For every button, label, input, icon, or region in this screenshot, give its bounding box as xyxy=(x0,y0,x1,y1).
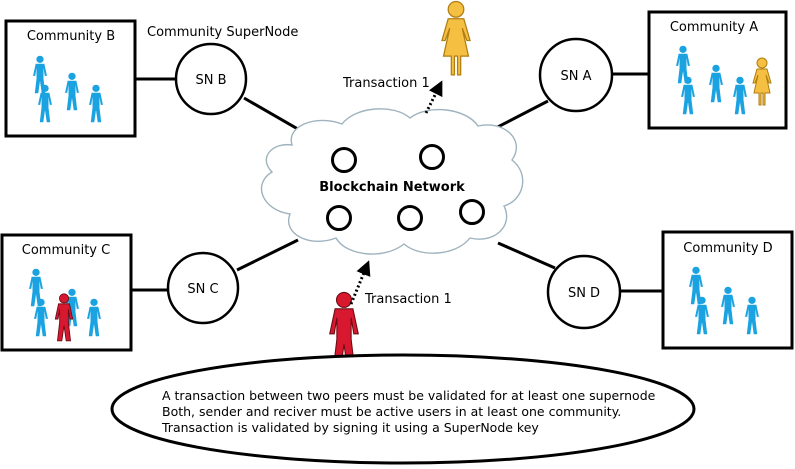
supernode-a: SN A xyxy=(538,37,614,113)
blockchain-network-cloud: Blockchain Network xyxy=(260,108,524,255)
transaction-label-incoming: Transaction 1 xyxy=(364,292,452,307)
community-c-label: Community C xyxy=(22,243,110,258)
transaction-arrow-incoming xyxy=(349,260,371,305)
line-sn-d-to-network xyxy=(497,241,556,270)
supernode-d-label: SN D xyxy=(568,286,600,301)
community-b-label: Community B xyxy=(27,29,115,44)
supernode-a-label: SN A xyxy=(560,69,591,84)
supernode-d: SN D xyxy=(546,254,622,330)
community-a-label: Community A xyxy=(670,20,758,35)
supernode-c-label: SN C xyxy=(187,282,218,297)
community-c: Community C xyxy=(0,233,133,352)
supernode-c: SN C xyxy=(166,251,240,325)
receiver-icon xyxy=(441,0,471,76)
line-sn-c-to-network xyxy=(236,238,299,272)
community-a: Community A xyxy=(647,10,788,130)
supernode-b: SN B xyxy=(174,42,248,116)
community-b: Community B xyxy=(4,19,137,138)
network-label: Blockchain Network xyxy=(319,180,465,195)
network-node xyxy=(326,205,352,231)
supernodes: SN B SN A SN C SN D xyxy=(166,37,622,330)
network-node xyxy=(459,199,485,225)
line-sn-b-to-network xyxy=(243,96,304,134)
transaction-arrow-outgoing xyxy=(424,80,443,114)
note-line-2: Both, sender and reciver must be active … xyxy=(162,404,621,419)
supernode-caption: Community SuperNode xyxy=(147,25,298,40)
note-line-3: Transaction is validated by signing it u… xyxy=(161,420,539,435)
network-node xyxy=(331,147,357,173)
community-d: Community D xyxy=(661,230,794,350)
network-node xyxy=(397,205,423,231)
note-line-1: A transaction between two peers must be … xyxy=(162,388,656,403)
network-nodes xyxy=(326,144,485,231)
network-node xyxy=(419,144,445,170)
community-d-label: Community D xyxy=(683,241,772,256)
notes-ellipse: A transaction between two peers must be … xyxy=(110,353,696,465)
transaction-label-outgoing: Transaction 1 xyxy=(342,76,430,91)
supernode-b-label: SN B xyxy=(195,73,226,88)
